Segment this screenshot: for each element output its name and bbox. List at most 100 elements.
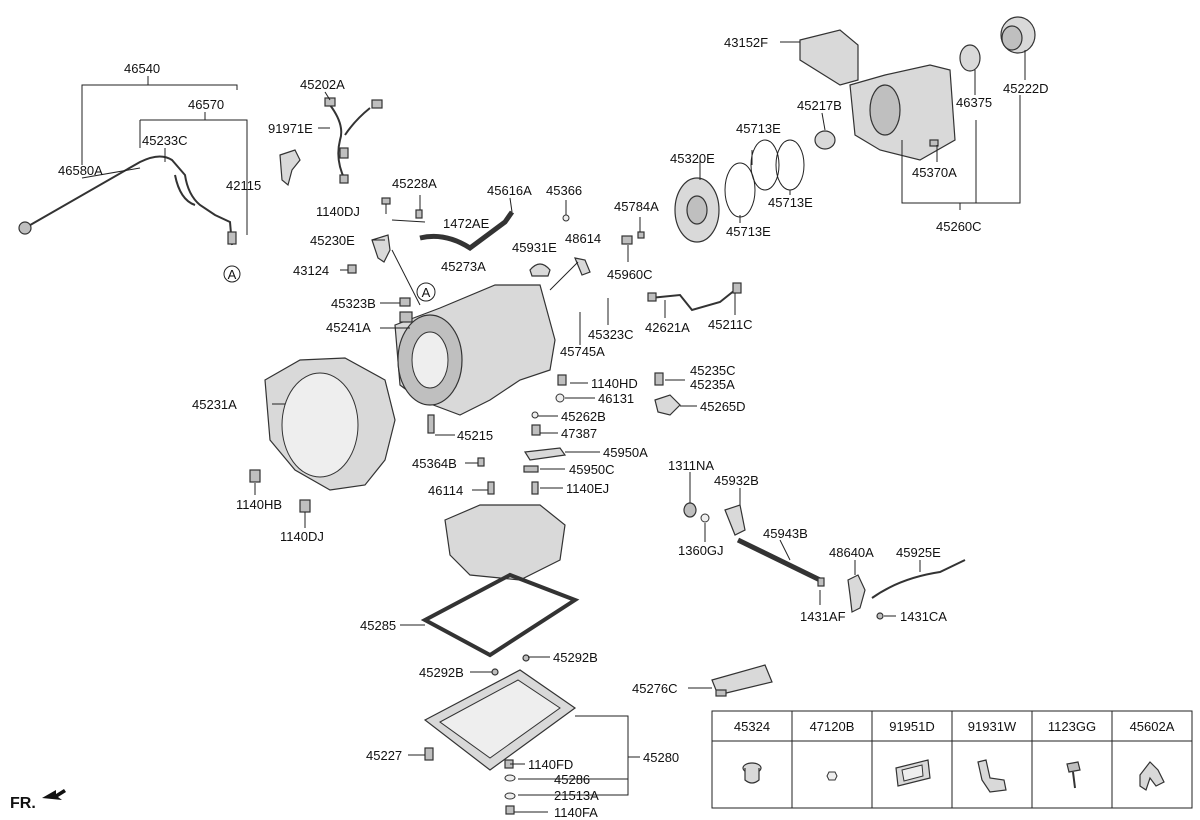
plug-icon — [742, 762, 762, 784]
label-46131: 46131 — [598, 391, 634, 406]
label-45745A: 45745A — [560, 344, 605, 359]
label-45280: 45280 — [643, 750, 679, 765]
block-43152f-drawing — [799, 29, 859, 86]
label-42115: 42115 — [226, 178, 261, 193]
bolt-1140dj-top-drawing — [381, 197, 391, 214]
label-45228A: 45228A — [392, 176, 437, 191]
part-48614-drawing — [574, 257, 591, 276]
valve-body-drawing — [444, 504, 566, 581]
label-45943B: 45943B — [763, 526, 808, 541]
label-42621A: 42621A — [645, 320, 690, 335]
oil-pan-drawing — [423, 669, 577, 771]
label-45241A: 45241A — [326, 320, 371, 335]
bushing-45217b-drawing — [814, 130, 836, 150]
label-1140DJ-bottom: 1140DJ — [280, 529, 324, 544]
part-45366-drawing — [562, 214, 570, 222]
oil-pump-drawing — [674, 177, 720, 243]
bracket-icon — [977, 759, 1007, 793]
label-46580A: 46580A — [58, 163, 103, 178]
front-indicator: FR. — [10, 789, 66, 812]
legend-header-1123GG: 1123GG — [1048, 719, 1096, 734]
label-21513A: 21513A — [554, 788, 599, 803]
label-45950A: 45950A — [603, 445, 648, 460]
bolt-icon — [1066, 761, 1081, 789]
label-48640A: 48640A — [829, 545, 874, 560]
label-45292B-right: 45292B — [553, 650, 598, 665]
label-45323C: 45323C — [588, 327, 634, 342]
part-45370a-drawing — [929, 139, 939, 147]
label-43124: 43124 — [293, 263, 329, 278]
legend-header-91951D: 91951D — [889, 719, 935, 734]
sensor-45265d-drawing — [654, 394, 681, 416]
extension-housing-drawing — [849, 64, 956, 161]
label-45273A: 45273A — [441, 259, 486, 274]
sensor-bracket-icon — [1139, 761, 1165, 791]
label-45215: 45215 — [457, 428, 493, 443]
label-45932B: 45932B — [714, 473, 759, 488]
label-48614: 48614 — [565, 231, 601, 246]
svg-text:FR.: FR. — [10, 795, 36, 812]
harness-42621a-drawing — [647, 282, 742, 312]
label-1311NA: 1311NA — [668, 458, 714, 473]
seal-46375-drawing — [959, 44, 981, 72]
label-45713E-a: 45713E — [736, 121, 781, 136]
label-91971E: 91971E — [268, 121, 313, 136]
label-45292B-left: 45292B — [419, 665, 464, 680]
label-47387: 47387 — [561, 426, 597, 441]
legend-header-91931W: 91931W — [968, 719, 1017, 734]
label-45262B: 45262B — [561, 409, 606, 424]
label-45231A: 45231A — [192, 397, 237, 412]
label-45370A: 45370A — [912, 165, 957, 180]
label-1140FD: 1140FD — [528, 757, 573, 772]
label-46540: 46540 — [124, 61, 160, 76]
label-45235A: 45235A — [690, 377, 735, 392]
label-45285: 45285 — [360, 618, 396, 633]
svg-text:A: A — [228, 267, 237, 282]
legend-header-45602A: 45602A — [1130, 719, 1175, 734]
label-1140FA: 1140FA — [554, 805, 598, 820]
wiring-harness-drawing — [324, 97, 383, 184]
label-45616A: 45616A — [487, 183, 532, 198]
part-43124-drawing — [347, 264, 357, 274]
part-45960c-drawing — [621, 235, 633, 245]
label-45323B: 45323B — [331, 296, 376, 311]
sensor-45950c-drawing — [523, 465, 539, 473]
label-45276C: 45276C — [632, 681, 678, 696]
hose-45273a-drawing — [419, 210, 515, 252]
label-45364B: 45364B — [412, 456, 457, 471]
legend-header-47120B: 47120B — [810, 719, 855, 734]
label-45202A: 45202A — [300, 77, 345, 92]
callout-marker-2: A — [416, 282, 436, 302]
part-45784a-drawing — [637, 231, 645, 239]
label-45366: 45366 — [546, 183, 582, 198]
bracket-91971e-drawing — [279, 149, 301, 187]
shift-linkage-drawing — [683, 502, 966, 620]
label-46114: 46114 — [428, 483, 463, 498]
front-arrow-icon — [42, 789, 66, 800]
label-45265D: 45265D — [700, 399, 746, 414]
label-45931E: 45931E — [512, 240, 557, 255]
callout-marker-1: A — [223, 265, 241, 283]
label-1472AE: 1472AE — [443, 216, 490, 231]
label-45222D: 45222D — [1003, 81, 1049, 96]
clip-45931e-drawing — [529, 263, 551, 277]
label-1360GJ: 1360GJ — [678, 543, 724, 558]
bracket-45230e-drawing — [371, 234, 391, 263]
label-1140HD: 1140HD — [591, 376, 638, 391]
label-45230E: 45230E — [310, 233, 355, 248]
label-1140DJ-top: 1140DJ — [316, 204, 360, 219]
part-45228a-drawing — [415, 209, 423, 219]
label-1431CA: 1431CA — [900, 609, 947, 624]
label-45227: 45227 — [366, 748, 402, 763]
label-46375: 46375 — [956, 95, 992, 110]
label-45713E-b: 45713E — [768, 195, 813, 210]
label-45286: 45286 — [554, 772, 590, 787]
label-45211C: 45211C — [708, 317, 753, 332]
pan-fasteners-drawing — [424, 654, 530, 815]
gasket-45285-drawing — [420, 572, 580, 658]
label-45925E: 45925E — [896, 545, 941, 560]
converter-housing-drawing — [264, 357, 396, 491]
sealant-tube-drawing — [711, 664, 773, 697]
legend-header-45324: 45324 — [734, 719, 770, 734]
